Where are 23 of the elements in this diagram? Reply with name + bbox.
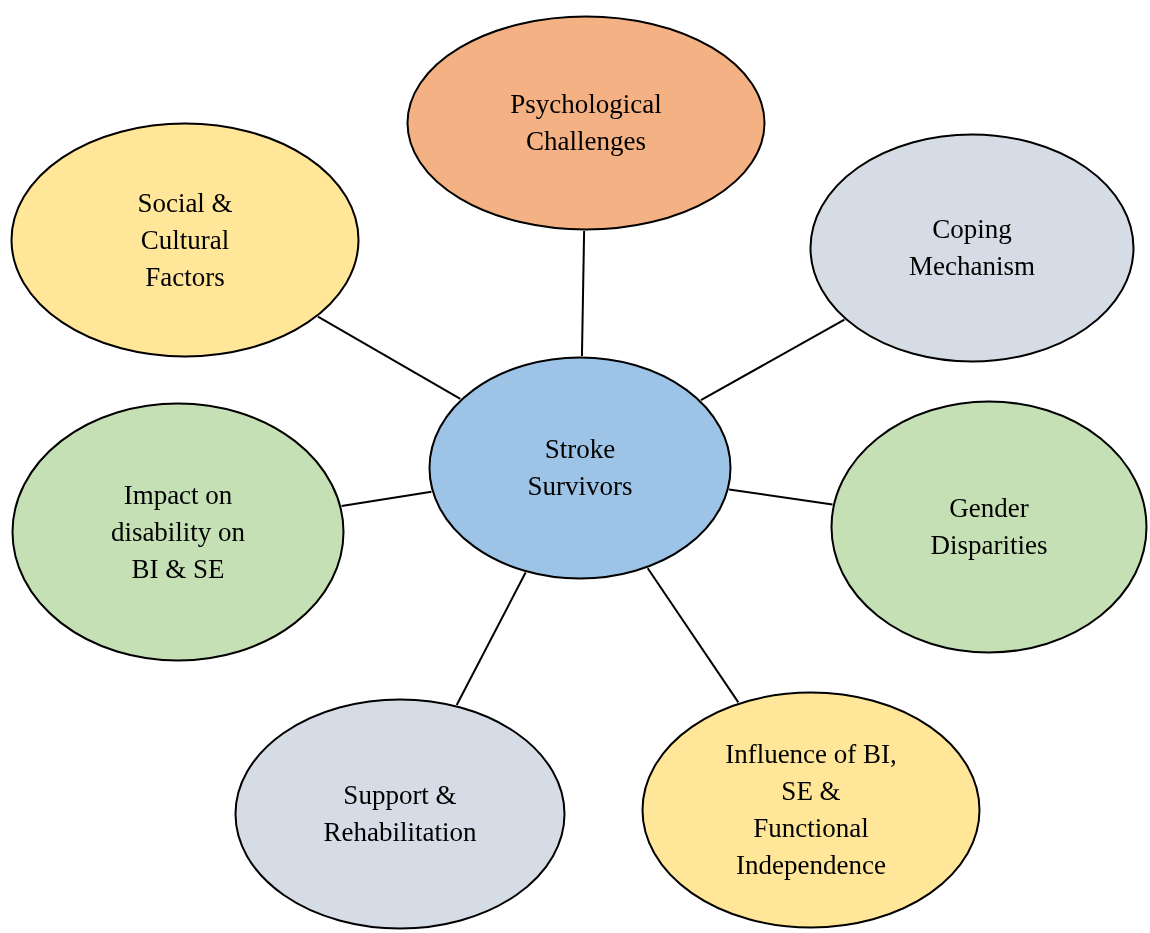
node-label: Social & Cultural Factors bbox=[136, 186, 234, 294]
connector-line bbox=[340, 490, 433, 507]
connector-line bbox=[728, 488, 834, 506]
connector-line bbox=[646, 567, 740, 704]
topic-ellipse bbox=[809, 133, 1135, 363]
topic-ellipse bbox=[406, 15, 766, 231]
node-label: Impact on disability on BI & SE bbox=[109, 478, 247, 586]
topic-ellipse bbox=[10, 122, 360, 358]
topic-ellipse bbox=[830, 400, 1148, 654]
connector-line bbox=[699, 318, 846, 402]
node-label: Coping Mechanism bbox=[908, 213, 1036, 283]
topic-ellipse bbox=[11, 402, 345, 662]
node-label: Gender Disparities bbox=[929, 492, 1049, 562]
node-label: Influence of BI, SE & Functional Independence bbox=[725, 738, 897, 882]
connector-line bbox=[455, 571, 527, 706]
node-label: Support & Rehabilitation bbox=[322, 779, 478, 849]
connector-line bbox=[316, 315, 462, 400]
topic-ellipse bbox=[641, 691, 981, 929]
connector-line bbox=[580, 230, 586, 357]
node-label: Stroke Survivors bbox=[526, 433, 634, 503]
topic-ellipse bbox=[234, 698, 566, 930]
node-label: Psychological Challenges bbox=[509, 88, 663, 158]
topic-ellipse bbox=[428, 356, 732, 580]
